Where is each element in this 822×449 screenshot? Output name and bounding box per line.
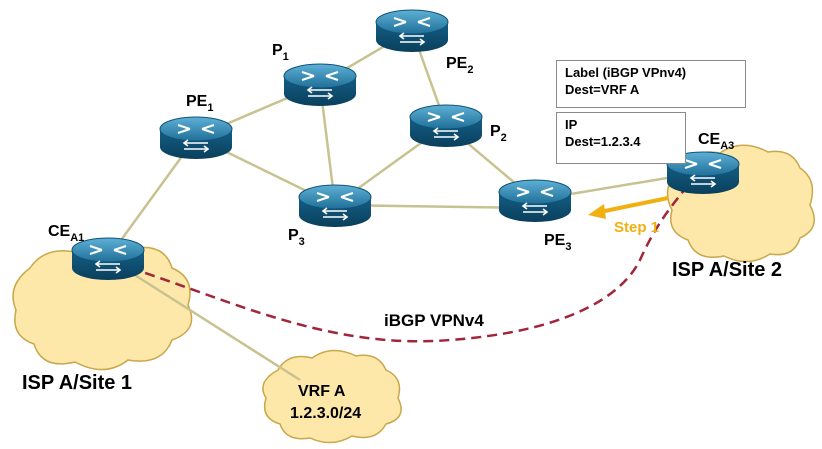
- label-p3: P3: [288, 227, 305, 248]
- ip-header-line2: Dest=1.2.3.4: [565, 134, 641, 149]
- label-cea3: CEA3: [698, 131, 734, 152]
- label-p2: P2: [490, 123, 507, 144]
- ip-header-box: IP Dest=1.2.3.4: [556, 112, 686, 164]
- ibgp-session-path: [129, 181, 692, 343]
- router-p3-icon[interactable]: [298, 184, 372, 228]
- label-pe3: PE3: [544, 232, 571, 253]
- site2-label: ISP A/Site 2: [672, 259, 782, 281]
- ibgp-session-label: iBGP VPNv4: [384, 311, 484, 330]
- label-pe2: PE2: [446, 55, 473, 76]
- router-pe3-icon[interactable]: [498, 179, 572, 223]
- cloud-vrf-a: [262, 349, 402, 444]
- router-cea1-icon[interactable]: [71, 237, 145, 281]
- router-pe1-icon[interactable]: [159, 116, 233, 160]
- router-pe2-icon[interactable]: [375, 9, 449, 53]
- vrf-name-label: VRF A: [298, 383, 346, 400]
- label-header-box: Label (iBGP VPnv4) Dest=VRF A: [556, 60, 746, 108]
- label-header-line2: Dest=VRF A: [565, 82, 640, 97]
- router-p1-icon[interactable]: [283, 63, 357, 107]
- label-cea1: CEA1: [48, 223, 84, 244]
- label-p1: P1: [272, 42, 289, 63]
- site1-label: ISP A/Site 1: [22, 372, 132, 394]
- step-arrow: [588, 196, 669, 219]
- router-p2-icon[interactable]: [409, 104, 483, 148]
- label-pe1: PE1: [186, 93, 213, 114]
- step-label: Step 1: [614, 219, 659, 236]
- vrf-prefix-label: 1.2.3.0/24: [290, 405, 361, 422]
- label-header-line1: Label (iBGP VPnv4): [565, 65, 687, 80]
- ip-header-line1: IP: [565, 117, 578, 132]
